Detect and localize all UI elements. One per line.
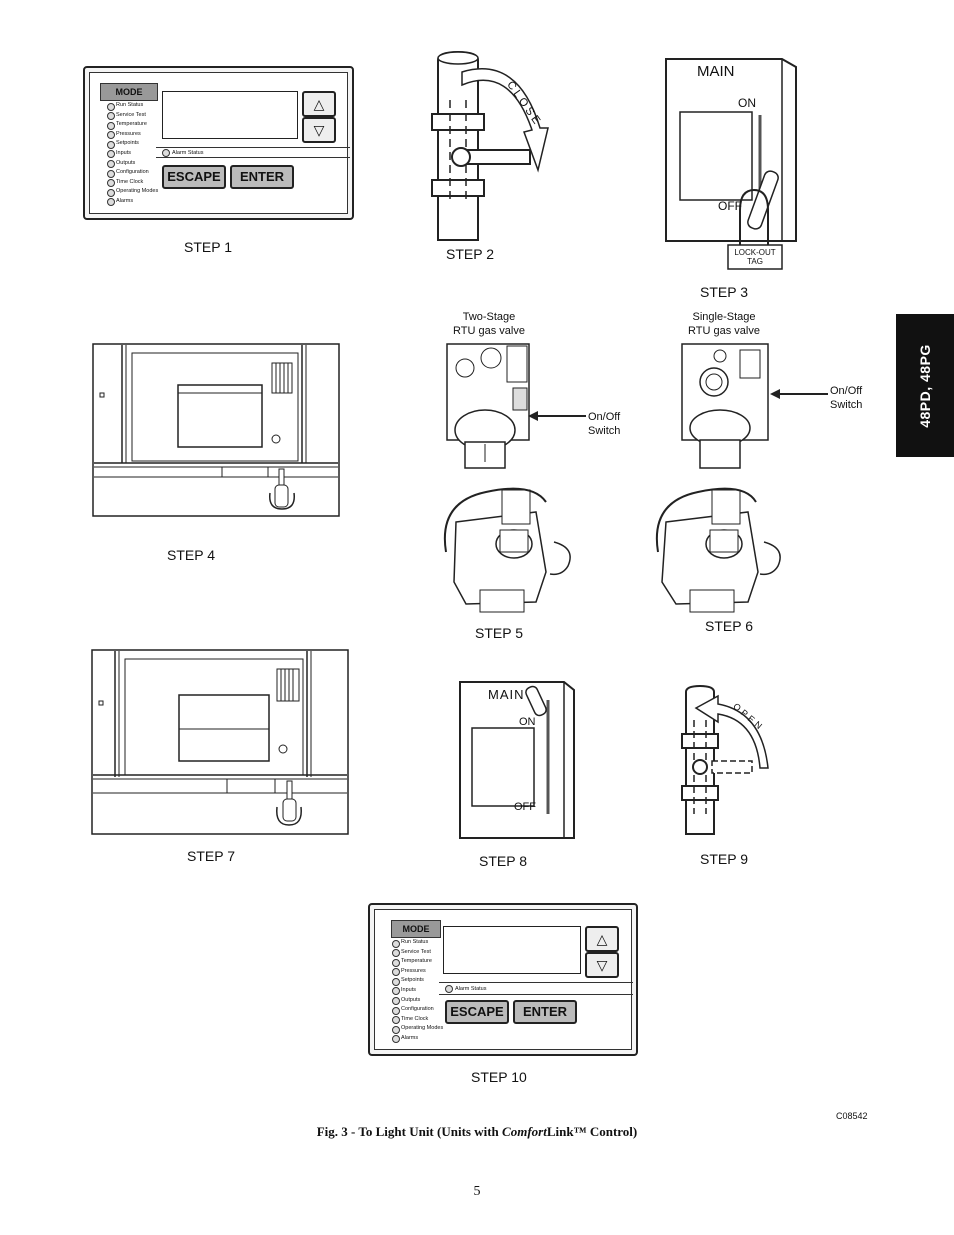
step-9-label: STEP 9 bbox=[700, 851, 748, 867]
step-3-label: STEP 3 bbox=[700, 284, 748, 300]
display-screen bbox=[162, 91, 298, 139]
enter-button[interactable]: ENTER bbox=[230, 165, 294, 189]
mode-item: Pressures bbox=[106, 130, 166, 140]
step-9-gas-valve-open bbox=[681, 684, 769, 835]
mode-item: Time Clock bbox=[106, 178, 166, 188]
on-off-switch-label-right: On/Off Switch bbox=[830, 385, 863, 411]
up-arrow-button[interactable]: △ bbox=[302, 91, 336, 117]
step-8-off-text: OFF bbox=[514, 801, 536, 813]
step-5-label: STEP 5 bbox=[475, 625, 523, 641]
step-10-label: STEP 10 bbox=[471, 1069, 527, 1085]
step-2-label: STEP 2 bbox=[446, 246, 494, 262]
on-off-switch-arrow-right bbox=[770, 389, 828, 399]
mode-label: MODE bbox=[391, 920, 441, 938]
enter-button[interactable]: ENTER bbox=[513, 1000, 577, 1024]
step-3-on-text: ON bbox=[738, 96, 756, 110]
on-off-switch-label-left: On/Off Switch bbox=[588, 411, 621, 437]
down-arrow-button[interactable]: ▽ bbox=[302, 117, 336, 143]
mode-item: Time Clock bbox=[391, 1015, 451, 1025]
mode-item: Alarms bbox=[106, 197, 166, 207]
step-5-gas-valve-knob bbox=[443, 487, 571, 613]
side-tab: 48PD, 48PG bbox=[896, 314, 954, 457]
step-8-label: STEP 8 bbox=[479, 853, 527, 869]
step-3-off-text: OFF bbox=[718, 199, 742, 213]
two-stage-valve-label: Two-Stage RTU gas valve bbox=[453, 311, 525, 337]
step-8-on-text: ON bbox=[519, 716, 536, 728]
on-off-switch-arrow-left bbox=[528, 411, 586, 421]
mode-item: Operating Modes bbox=[106, 187, 166, 197]
step-6-label: STEP 6 bbox=[705, 618, 753, 634]
mode-item: Temperature bbox=[391, 957, 451, 967]
mode-item: Run Status bbox=[106, 101, 166, 111]
mode-item: Run Status bbox=[391, 938, 451, 948]
step-3-main-text: MAIN bbox=[697, 63, 735, 80]
step-8-main-text: MAIN bbox=[488, 687, 525, 702]
single-stage-valve-label: Single-Stage RTU gas valve bbox=[688, 311, 760, 337]
mode-item: Inputs bbox=[391, 986, 451, 996]
caption-italic: Comfort bbox=[502, 1124, 547, 1139]
alarm-status: Alarm Status bbox=[445, 985, 486, 993]
escape-button[interactable]: ESCAPE bbox=[162, 165, 226, 189]
down-arrow-button[interactable]: ▽ bbox=[585, 952, 619, 978]
two-stage-gas-valve bbox=[446, 343, 530, 469]
figure-code: C08542 bbox=[836, 1111, 868, 1121]
escape-button[interactable]: ESCAPE bbox=[445, 1000, 509, 1024]
step-8-main-disconnect-on bbox=[459, 681, 575, 839]
figure-caption: Fig. 3 - To Light Unit (Units with Comfo… bbox=[0, 1124, 954, 1140]
step-2-gas-valve-close bbox=[431, 50, 549, 241]
mode-list: Run Status Service Test Temperature Pres… bbox=[106, 101, 166, 207]
page-number: 5 bbox=[473, 1184, 481, 1199]
comfortlink-controller-10: MODE Run Status Service Test Temperature… bbox=[368, 903, 638, 1056]
mode-item: Setpoints bbox=[106, 139, 166, 149]
up-arrow-button[interactable]: △ bbox=[585, 926, 619, 952]
mode-item: Outputs bbox=[391, 996, 451, 1006]
mode-item: Setpoints bbox=[391, 976, 451, 986]
caption-prefix: Fig. 3 - To Light Unit (Units with bbox=[316, 1124, 503, 1139]
step-7-unit-panel bbox=[91, 649, 349, 835]
step-1-label: STEP 1 bbox=[184, 239, 232, 255]
mode-item: Configuration bbox=[391, 1005, 451, 1015]
caption-suffix: Link™ Control) bbox=[546, 1124, 638, 1139]
mode-item: Operating Modes bbox=[391, 1024, 451, 1034]
step-4-unit-panel bbox=[92, 343, 340, 517]
mode-item: Alarms bbox=[391, 1034, 451, 1044]
mode-item: Service Test bbox=[106, 111, 166, 121]
display-screen bbox=[443, 926, 581, 974]
mode-item: Outputs bbox=[106, 159, 166, 169]
lock-out-tag-text: LOCK-OUT TAG bbox=[734, 248, 776, 266]
mode-item: Inputs bbox=[106, 149, 166, 159]
alarm-status: Alarm Status bbox=[162, 149, 203, 157]
mode-item: Configuration bbox=[106, 168, 166, 178]
step-4-label: STEP 4 bbox=[167, 547, 215, 563]
mode-label: MODE bbox=[100, 83, 158, 101]
step-3-main-disconnect-lockout bbox=[665, 58, 797, 270]
single-stage-gas-valve bbox=[681, 343, 769, 469]
mode-list: Run Status Service Test Temperature Pres… bbox=[391, 938, 451, 1044]
comfortlink-controller-1: MODE Run Status Service Test Temperature… bbox=[83, 66, 354, 220]
side-tab-text: 48PD, 48PG bbox=[917, 343, 933, 428]
step-7-label: STEP 7 bbox=[187, 848, 235, 864]
step-6-gas-valve-knob bbox=[655, 487, 781, 613]
mode-item: Service Test bbox=[391, 948, 451, 958]
mode-item: Pressures bbox=[391, 967, 451, 977]
mode-item: Temperature bbox=[106, 120, 166, 130]
